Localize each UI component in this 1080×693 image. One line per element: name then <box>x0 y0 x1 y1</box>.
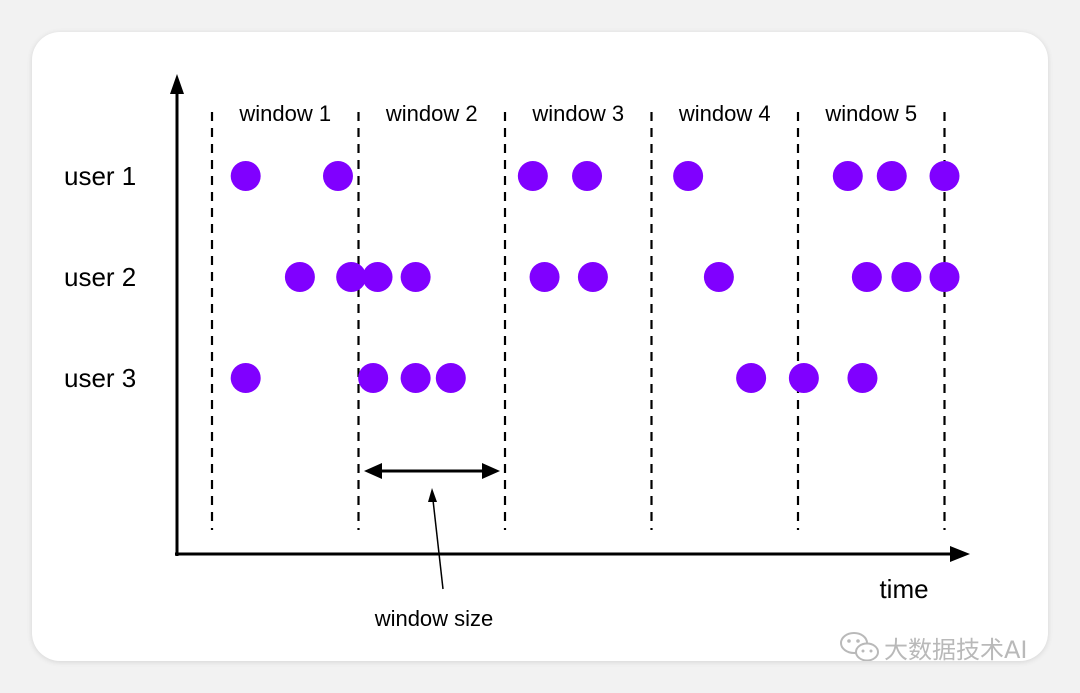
window-label: window 4 <box>678 101 771 126</box>
event-dot <box>876 161 907 191</box>
event-dot <box>577 262 608 292</box>
x-axis-label: time <box>879 574 928 604</box>
event-dot <box>736 363 767 393</box>
event-dot <box>788 363 819 393</box>
diagram-card: window 1 window 2 window 3 window 4 window 5… <box>32 32 1048 661</box>
window-size-arrowhead-right <box>482 463 500 479</box>
event-dot <box>517 161 548 191</box>
events <box>230 161 960 393</box>
event-dot <box>336 262 367 292</box>
tumbling-window-diagram: window 1 window 2 window 3 window 4 window 5… <box>64 74 1028 661</box>
window-label: window 1 <box>238 101 331 126</box>
event-dot <box>929 161 960 191</box>
user-label: user 3 <box>64 363 136 393</box>
user-labels: user 1 user 2 user 3 <box>64 161 136 393</box>
x-axis-arrowhead <box>950 546 970 562</box>
user-label: user 2 <box>64 262 136 292</box>
event-dot <box>358 363 389 393</box>
wechat-icon <box>840 632 879 661</box>
event-dot <box>362 262 393 292</box>
y-axis-arrowhead <box>170 74 184 94</box>
event-dot <box>400 262 431 292</box>
event-dot <box>572 161 603 191</box>
event-dot <box>847 363 878 393</box>
event-dot <box>322 161 353 191</box>
window-labels: window 1 window 2 window 3 window 4 window 5 <box>238 101 917 126</box>
user-label: user 1 <box>64 161 136 191</box>
annotation-label: window size <box>374 606 494 631</box>
window-label: window 3 <box>531 101 624 126</box>
event-dot <box>673 161 704 191</box>
event-dot <box>832 161 863 191</box>
event-dot <box>891 262 922 292</box>
event-dot <box>529 262 560 292</box>
window-label: window 5 <box>824 101 917 126</box>
event-dot <box>230 363 261 393</box>
watermark: 大数据技术AI <box>840 632 1028 661</box>
window-size-arrowhead-left <box>364 463 382 479</box>
window-label: window 2 <box>385 101 478 126</box>
annotation-pointer-head <box>428 488 437 502</box>
event-dot <box>400 363 431 393</box>
event-dot <box>435 363 466 393</box>
event-dot <box>284 262 315 292</box>
event-dot <box>230 161 261 191</box>
event-dot <box>851 262 882 292</box>
event-dot <box>703 262 734 292</box>
watermark-text: 大数据技术AI <box>884 636 1028 661</box>
annotation-pointer <box>432 499 444 590</box>
event-dot <box>929 262 960 292</box>
